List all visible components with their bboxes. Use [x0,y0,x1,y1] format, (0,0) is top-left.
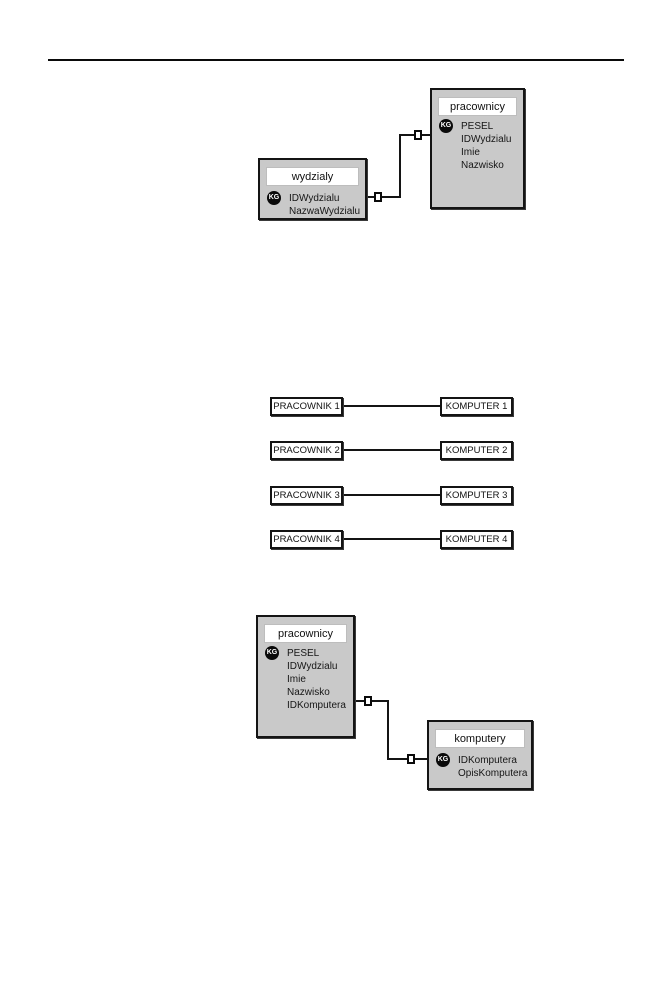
entity-title: wydzialy [266,167,359,186]
field-row: KG IDWydzialu [260,191,365,205]
field-label: Nazwisko [461,160,504,171]
relationship-line [355,700,389,702]
field-row: IDWydzialu [432,133,523,146]
primary-key-icon: KG [267,191,281,205]
field-row: KG PESEL [258,646,353,660]
field-row: Imie [258,673,353,686]
field-label: PESEL [287,648,320,659]
relationship-line [367,196,401,198]
primary-key-icon: KG [436,753,450,767]
entity-komputer-2: KOMPUTER 2 [440,441,513,460]
connector-endpoint-icon [414,130,422,140]
field-label: IDKomputera [458,755,517,766]
field-row: KG IDKomputera [429,753,531,767]
field-row: Nazwisko [258,686,353,699]
field-label: Imie [461,147,480,158]
connector-endpoint-icon [407,754,415,764]
field-label: Nazwisko [287,687,330,698]
entity-title: pracownicy [438,97,517,116]
field-row: Imie [432,146,523,159]
field-row: KG PESEL [432,119,523,133]
field-label: IDWydzialu [461,134,512,145]
primary-key-icon: KG [265,646,279,660]
field-row: OpisKomputera [429,767,531,780]
entity-komputer-1: KOMPUTER 1 [440,397,513,416]
relationship-line [399,134,401,198]
entity-pracownicy-bottom: pracownicy KG PESEL IDWydzialu Imie Nazw… [256,615,355,738]
entity-pracownik-3: PRACOWNIK 3 [270,486,343,505]
entity-komputery: komputery KG IDKomputera OpisKomputera [427,720,533,790]
pair-line [343,538,440,540]
field-row: IDWydzialu [258,660,353,673]
field-label: PESEL [461,121,494,132]
field-label: IDWydzialu [289,193,340,204]
pair-line [343,494,440,496]
pair-line [343,405,440,407]
header-rule [48,59,624,61]
entity-wydzialy: wydzialy KG IDWydzialu NazwaWydzialu [258,158,367,220]
primary-key-icon: KG [439,119,453,133]
relationship-line [387,700,389,760]
entity-komputer-4: KOMPUTER 4 [440,530,513,549]
entity-komputer-3: KOMPUTER 3 [440,486,513,505]
entity-pracownik-1: PRACOWNIK 1 [270,397,343,416]
entity-pracownicy-top: pracownicy KG PESEL IDWydzialu Imie Nazw… [430,88,525,209]
connector-endpoint-icon [374,192,382,202]
pair-line [343,449,440,451]
field-label: IDKomputera [287,700,346,711]
entity-title: pracownicy [264,624,347,643]
field-label: Imie [287,674,306,685]
field-row: IDKomputera [258,699,353,712]
connector-endpoint-icon [364,696,372,706]
entity-title: komputery [435,729,525,748]
field-label: OpisKomputera [458,768,528,779]
entity-pracownik-2: PRACOWNIK 2 [270,441,343,460]
field-label: IDWydzialu [287,661,338,672]
field-row: Nazwisko [432,159,523,172]
entity-pracownik-4: PRACOWNIK 4 [270,530,343,549]
field-row: NazwaWydzialu [260,205,365,218]
field-label: NazwaWydzialu [289,206,361,217]
